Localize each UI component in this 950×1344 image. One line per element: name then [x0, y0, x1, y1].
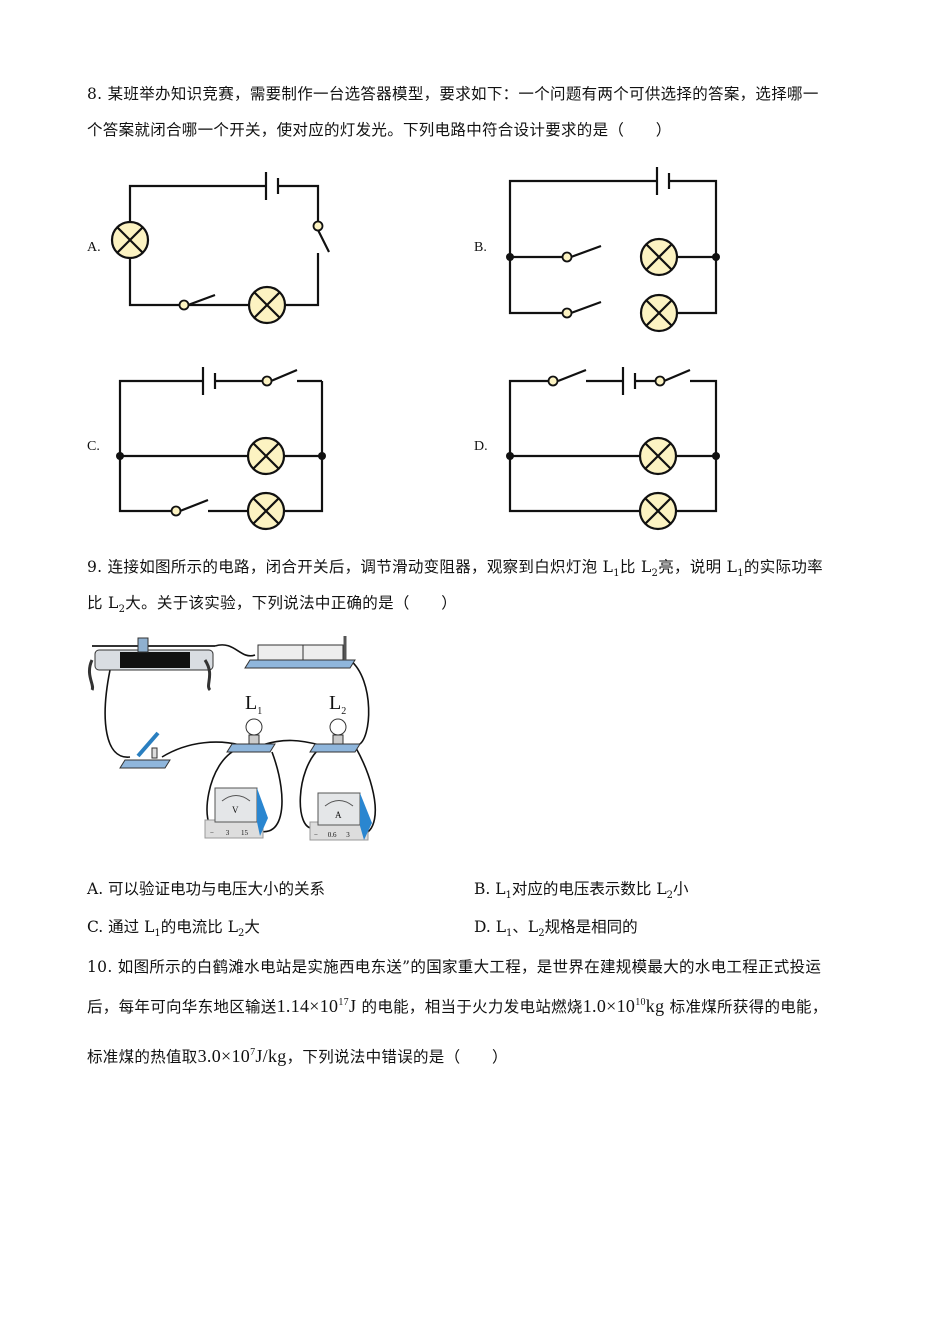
lamp-icon — [638, 436, 678, 476]
voltmeter — [204, 787, 268, 839]
q9-text-line2: 比 L2大。关于该实验，下列说法中正确的是（ ） — [87, 594, 458, 616]
lamp-icon — [110, 220, 150, 260]
q8-option-c-label: C. — [87, 439, 100, 454]
lamp-l2-label: L2 — [329, 692, 347, 717]
q8-text-line1: 8. 某班举办知识竞赛，需要制作一台选答器模型，要求如下：一个问题有两个可供选择… — [87, 85, 819, 103]
q10-text-line1: 10. 如图所示的白鹤滩水电站是实施西电东送”的国家重大工程，是世界在建规模最大… — [87, 958, 822, 976]
q8-option-d-label: D. — [474, 439, 488, 454]
ammeter-symbol: A — [335, 810, 342, 820]
q10-text-line2: 后，每年可向华东地区输送1.14×1017J 的电能，相当于火力发电站燃烧1.0… — [87, 996, 828, 1016]
q9-option-b: B. L1对应的电压表示数比 L2小 — [474, 880, 689, 902]
battery-holder — [244, 636, 356, 669]
voltmeter-symbol: V — [232, 805, 239, 815]
q10-text-line3: 标准煤的热值取3.0×107J/kg，下列说法中错误的是（ ） — [87, 1046, 508, 1066]
lamp-l1 — [226, 718, 276, 753]
q9-option-c: C. 通过 L1的电流比 L2大 — [87, 918, 260, 940]
lamp-icon — [246, 491, 286, 531]
sliding-rheostat — [87, 637, 215, 692]
lamp-icon — [639, 293, 679, 333]
lamp-l1-label: L1 — [245, 692, 263, 717]
q9-option-d: D. L1、L2规格是相同的 — [474, 918, 638, 940]
knife-switch[interactable] — [119, 731, 171, 769]
lamp-icon — [638, 491, 678, 531]
q8-text-line2: 个答案就闭合哪一个开关，使对应的灯发光。下列电路中符合设计要求的是（ ） — [87, 121, 672, 139]
q9-text-line1: 9. 连接如图所示的电路，闭合开关后，调节滑动变阻器，观察到白炽灯泡 L1比 L… — [87, 558, 823, 580]
lamp-icon — [639, 237, 679, 277]
lamp-icon — [246, 436, 286, 476]
q8-option-b-label: B. — [474, 240, 487, 255]
lamp-l2 — [309, 718, 361, 753]
lamp-icon — [247, 285, 287, 325]
q9-option-a: A. 可以验证电功与电压大小的关系 — [87, 880, 326, 898]
ammeter-terminals: − 0.6 3 — [314, 831, 350, 839]
q8-option-a-label: A. — [87, 240, 101, 255]
voltmeter-terminals: − 3 15 — [210, 829, 248, 837]
ammeter — [309, 792, 372, 841]
